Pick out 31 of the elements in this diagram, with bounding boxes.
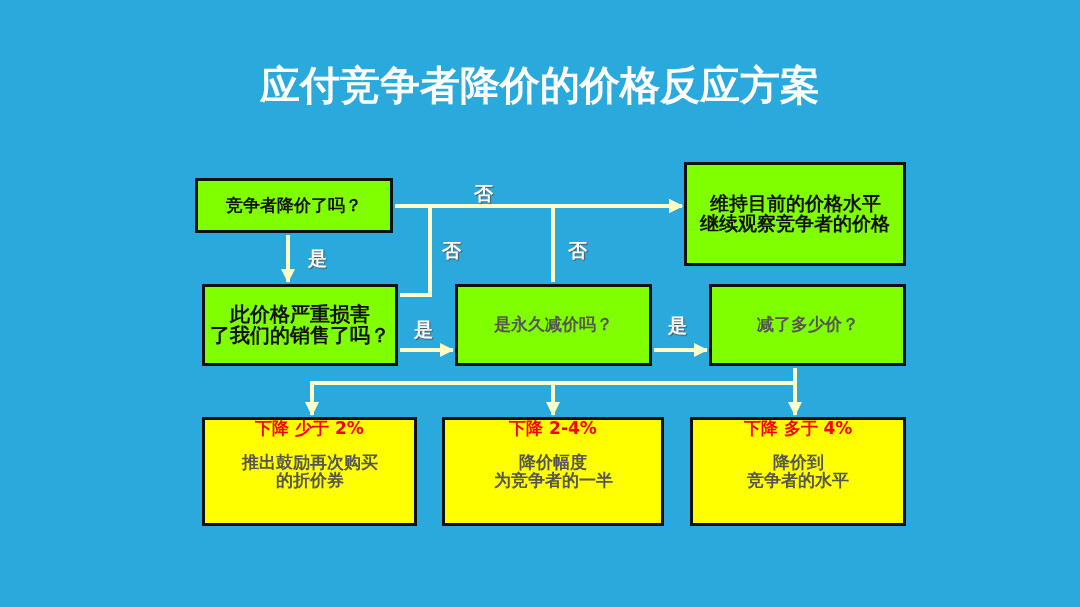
question-box	[202, 284, 398, 366]
question-box	[455, 284, 652, 366]
range-heading: 下降 2-4%	[509, 420, 597, 438]
outcome-box	[202, 417, 417, 526]
action-text: 降价到竞争者的水平	[747, 453, 849, 490]
title: 应付竞争者降价的价格反应方案	[259, 61, 821, 110]
box-text: 竞争者降价了吗？	[226, 196, 362, 215]
box-text: 减了多少价？	[756, 316, 859, 334]
box-text: 此价格严重损害了我们的销售了吗？	[210, 304, 390, 346]
outcome-box	[442, 417, 664, 526]
arrow	[551, 199, 683, 282]
question-box	[709, 284, 906, 366]
arrow	[281, 235, 295, 283]
edge-label: 是	[414, 320, 433, 339]
edge-label: 否	[442, 241, 461, 260]
arrow	[400, 343, 454, 357]
edge-label: 是	[308, 249, 327, 268]
action-text: 降价幅度为竞争者的一半	[493, 453, 613, 490]
action-text: 推出鼓励再次购买的折价券	[241, 453, 378, 490]
edge-label: 是	[668, 316, 687, 335]
arrow	[654, 343, 708, 357]
box-text: 是永久减价吗？	[494, 316, 613, 334]
edge-label: 否	[568, 241, 587, 260]
range-heading: 下降 少于 2%	[255, 420, 364, 438]
question-box	[684, 162, 906, 266]
question-box	[195, 178, 393, 233]
range-heading: 下降 多于 4%	[743, 420, 853, 438]
edge-label: 否	[474, 184, 493, 203]
outcome-box	[690, 417, 906, 526]
box-text: 维持目前的价格水平继续观察竞争者的价格	[700, 194, 890, 234]
arrow	[788, 368, 802, 416]
